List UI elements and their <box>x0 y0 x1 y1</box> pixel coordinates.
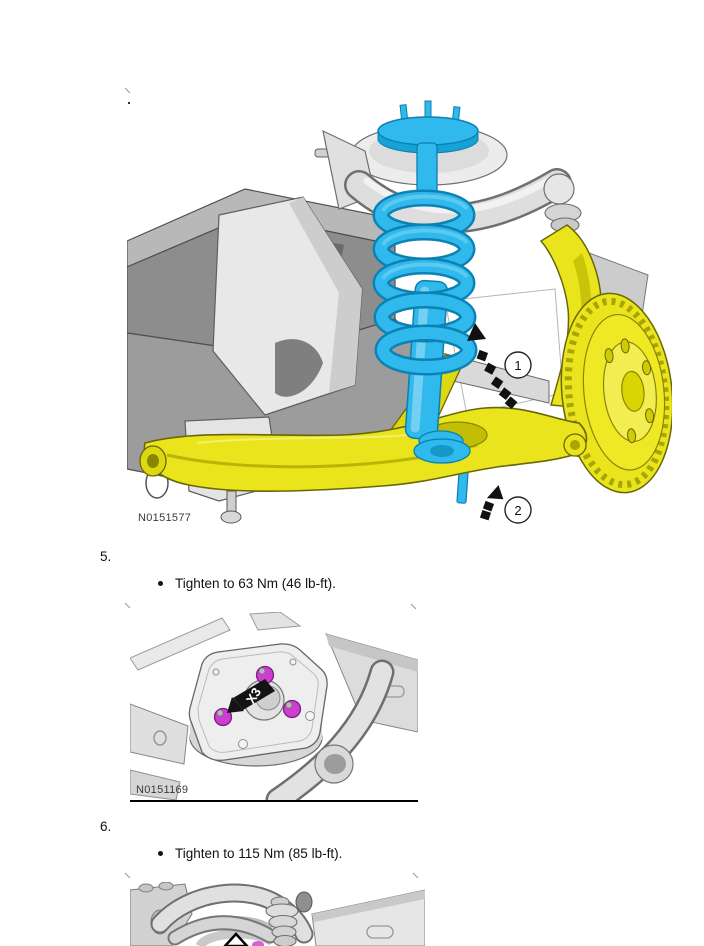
step-5-instruction: Tighten to 63 Nm (46 lb-ft). <box>158 576 336 591</box>
callout-1-circle <box>504 351 532 379</box>
step-6-number: 6. <box>100 819 112 834</box>
figure-suspension-overview: 1 2 N0151577 <box>127 93 672 530</box>
upper-arm-background <box>265 659 395 800</box>
strut-mount-nuts <box>213 665 302 727</box>
crop-mark <box>124 872 131 879</box>
figure-1-label: N0151577 <box>138 512 191 524</box>
bullet-icon <box>158 851 163 856</box>
callout-1-number: 1 <box>514 358 521 373</box>
figure-2-label: N0151169 <box>136 784 188 796</box>
x3-arrow-label: X3 <box>243 685 264 706</box>
figure-strut-top-mount: X3 N0151169 <box>130 612 418 802</box>
step-6-instruction: Tighten to 115 Nm (85 lb-ft). <box>158 846 342 861</box>
top-mount-illustration: X3 N0151169 <box>130 612 418 800</box>
callout-2-number: 2 <box>514 503 521 518</box>
coil-over-strut <box>372 100 479 464</box>
brake-rotor <box>560 292 672 494</box>
crop-mark <box>410 603 417 610</box>
x3-arrow: X3 <box>227 679 275 713</box>
step-6-text: Tighten to 115 Nm (85 lb-ft). <box>175 846 343 861</box>
partial-illustration <box>130 882 425 946</box>
partial-arrow <box>223 932 264 946</box>
ball-joint <box>543 173 575 205</box>
arrow-head-2-icon <box>486 485 504 500</box>
nut-magenta <box>282 699 302 719</box>
crop-mark-dot <box>128 102 130 104</box>
nut-magenta-partial <box>252 941 264 946</box>
ball-joint-boot <box>265 891 313 946</box>
callout-1: 1 <box>467 323 532 410</box>
suspension-illustration: 1 2 N0151577 <box>127 100 672 524</box>
arrow-head-1-icon <box>467 323 486 341</box>
step-5-text: Tighten to 63 Nm (46 lb-ft). <box>175 576 336 591</box>
figure-upper-arm-partial <box>130 882 425 946</box>
bullet-icon <box>158 581 163 586</box>
coil-spring <box>372 189 478 376</box>
frame-right-panel <box>311 889 425 946</box>
callout-2-circle <box>504 496 532 524</box>
strut-lower-bolt <box>456 470 469 504</box>
callout-2: 2 <box>479 485 532 524</box>
crop-mark <box>412 872 419 879</box>
step-5-number: 5. <box>100 549 112 564</box>
crop-mark <box>124 602 131 609</box>
strut-mount-plate <box>188 643 328 767</box>
x3-arrow-head-icon <box>227 697 244 713</box>
